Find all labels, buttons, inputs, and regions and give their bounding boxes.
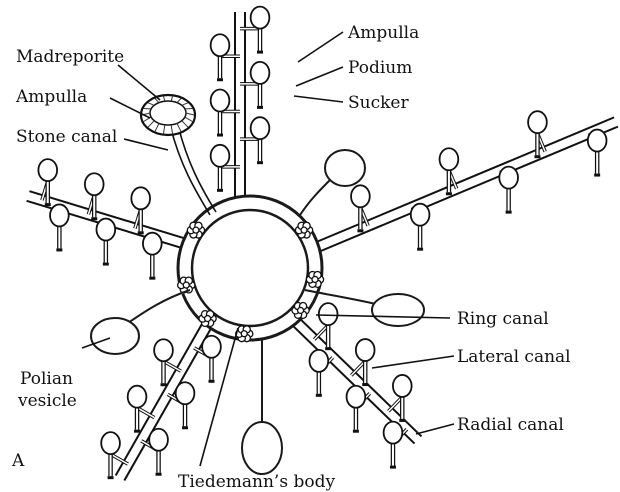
label-madreporite: Madreporite	[16, 47, 124, 67]
radial-canal-left	[27, 159, 188, 280]
label-radial-canal: Radial canal	[457, 415, 564, 435]
ampulla-0-1	[211, 145, 230, 167]
ampulla-0-3	[211, 90, 230, 112]
sucker-2-5	[56, 248, 62, 251]
label-ampulla-right: Ampulla	[347, 23, 419, 43]
sucker-1-4	[506, 211, 512, 214]
ampulla-4-1	[319, 303, 338, 325]
ampulla-0-6	[251, 7, 270, 29]
sucker-4-4	[353, 430, 359, 433]
ampulla-3-4	[128, 386, 147, 408]
sucker-2-3	[103, 263, 109, 266]
sucker-3-1	[208, 380, 214, 383]
ampulla-1-6	[588, 130, 607, 152]
ampulla-4-6	[384, 422, 403, 444]
ampulla-1-5	[528, 111, 547, 133]
radial-canals	[27, 7, 618, 481]
sucker-4-3	[362, 383, 368, 386]
label-tiedemanns-body: Tiedemann’s body	[178, 472, 335, 492]
ampulla-0-4	[251, 62, 270, 84]
ampulla-2-3	[96, 219, 115, 241]
label-polian-vesicle-line1: Polian	[20, 369, 73, 389]
ampulla-1-3	[440, 148, 459, 170]
sucker-4-1	[325, 347, 331, 350]
ampulla-2-4	[85, 173, 104, 195]
panel-letter: A	[11, 451, 25, 471]
label-lateral-canal: Lateral canal	[457, 347, 571, 367]
radial-canal-lower-right	[289, 303, 422, 468]
stone-canal-shape	[170, 125, 216, 215]
ampulla-2-6	[38, 159, 57, 181]
tiedemanns-body-2	[292, 302, 309, 318]
ampulla-2-1	[143, 233, 162, 255]
ampulla-0-2	[251, 117, 270, 139]
sucker-2-2	[138, 231, 144, 234]
sucker-1-6	[594, 174, 600, 177]
sucker-0-3	[217, 134, 223, 137]
tiedemanns-body-1	[306, 272, 323, 288]
ampulla-1-2	[411, 204, 430, 226]
ampulla-2-2	[131, 187, 150, 209]
sucker-2-4	[91, 217, 97, 220]
ampulla-3-3	[176, 382, 195, 404]
sucker-0-1	[217, 189, 223, 192]
sucker-0-5	[217, 78, 223, 81]
label-stone-canal: Stone canal	[16, 127, 117, 147]
sucker-0-6	[257, 51, 263, 54]
ampulla-3-1	[202, 336, 221, 358]
ampulla-4-4	[347, 386, 366, 408]
sucker-3-3	[182, 426, 188, 429]
sucker-3-2	[161, 383, 167, 386]
ampulla-3-5	[149, 429, 168, 451]
sucker-4-5	[399, 419, 405, 422]
sucker-3-6	[108, 476, 114, 479]
ampulla-1-1	[351, 185, 370, 207]
sucker-1-5	[534, 155, 540, 158]
sucker-4-6	[390, 466, 396, 469]
tiedemanns-body-0	[295, 222, 312, 238]
sucker-0-4	[257, 106, 263, 109]
ampulla-2-5	[50, 204, 69, 226]
ampulla-4-5	[393, 375, 412, 397]
label-sucker: Sucker	[348, 93, 409, 113]
sucker-1-3	[446, 192, 452, 195]
ampulla-1-4	[499, 167, 518, 189]
sucker-0-2	[257, 161, 263, 164]
madreporite-shape	[141, 95, 195, 135]
sucker-1-1	[357, 229, 363, 232]
ampulla-4-2	[310, 350, 329, 372]
radial-canal-top	[211, 7, 270, 200]
sucker-3-4	[134, 430, 140, 433]
ampulla-0-5	[211, 34, 230, 56]
sucker-2-6	[45, 203, 51, 206]
label-podium: Podium	[348, 58, 412, 78]
tiedemanns-body-4	[199, 311, 216, 327]
sucker-2-1	[149, 277, 155, 280]
sucker-3-5	[156, 473, 162, 476]
ampulla-3-6	[101, 432, 120, 454]
tiedemanns-body-6	[187, 222, 204, 238]
label-ring-canal: Ring canal	[457, 309, 549, 329]
label-ampulla-left: Ampulla	[15, 87, 87, 107]
sucker-4-2	[316, 394, 322, 397]
ampulla-3-2	[154, 339, 173, 361]
label-polian-vesicle-line2: vesicle	[17, 391, 77, 411]
ampulla-4-3	[356, 339, 375, 361]
sucker-1-2	[417, 248, 423, 251]
